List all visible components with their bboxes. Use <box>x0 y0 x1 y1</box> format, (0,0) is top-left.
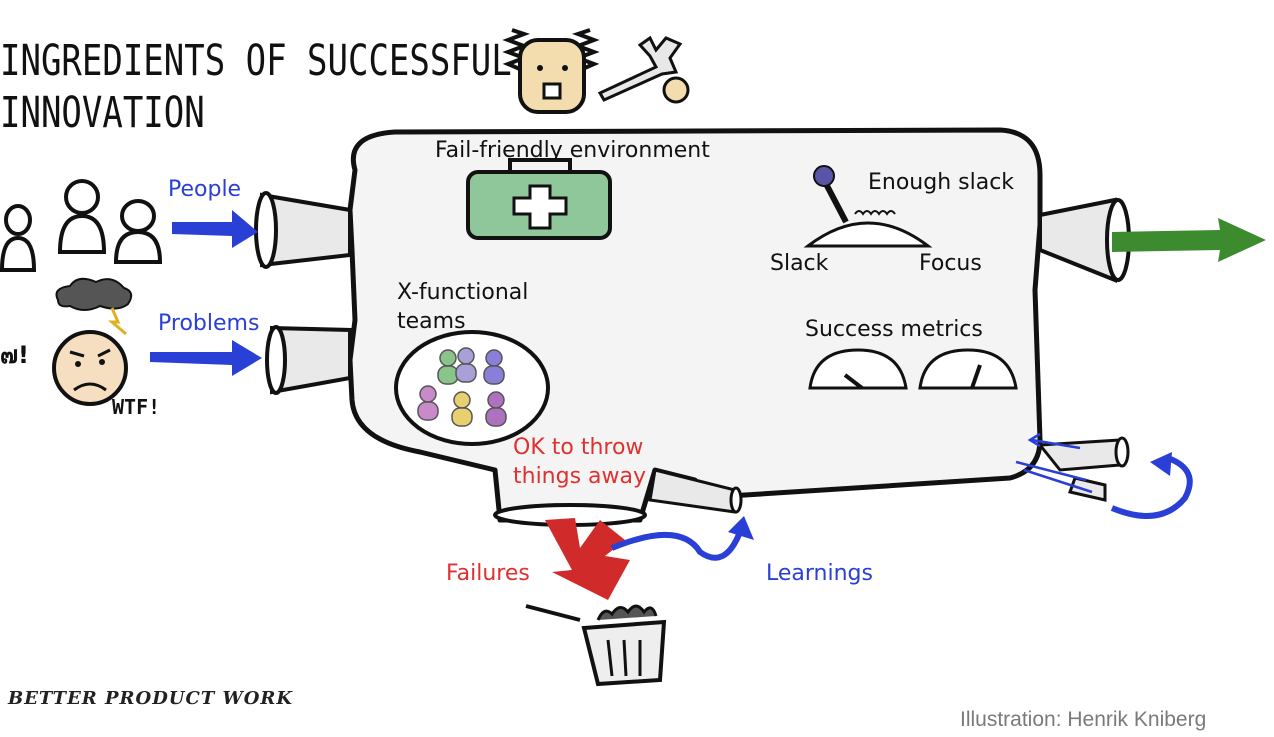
ok-throw-label-line-2: things away <box>513 464 647 489</box>
storm-cloud-icon <box>55 277 133 336</box>
ok-throw-label-line-1: OK to throw <box>513 435 644 460</box>
success-gauge-left-icon <box>808 348 908 390</box>
frustrated-face-icon <box>52 330 128 406</box>
slack-label: Slack <box>770 251 829 276</box>
slack-lever-icon <box>803 165 933 248</box>
feedback-inner-arrows <box>1015 432 1093 494</box>
feedback-loop-arrow <box>1110 455 1193 519</box>
enough-slack-label: Enough slack <box>868 170 1015 195</box>
problems-arrow <box>150 340 262 376</box>
learnings-arrowhead <box>728 516 754 540</box>
people-label: People <box>168 177 242 202</box>
boss-head-icon <box>502 28 600 114</box>
problems-input-pipe <box>265 325 352 395</box>
illustration-credit: Illustration: Henrik Kniberg <box>960 708 1207 731</box>
problems-label: Problems <box>158 311 260 336</box>
focus-label: Focus <box>919 251 982 276</box>
team-bubble <box>394 330 550 446</box>
people-arrow <box>172 210 258 248</box>
failures-arrow <box>545 518 630 600</box>
failures-label: Failures <box>446 561 530 586</box>
title-line-1: INGREDIENTS OF SUCCESSFUL <box>0 36 512 86</box>
fail-friendly-label: Fail-friendly environment <box>435 138 710 163</box>
learnings-label: Learnings <box>766 561 873 586</box>
trash-can-icon <box>525 604 667 687</box>
feedback-loop-arrowhead <box>1150 452 1172 476</box>
wtf-text: WTF! <box>112 395 161 419</box>
output-arrow <box>1112 218 1266 262</box>
x-functional-label-line-1: X-functional <box>397 280 529 305</box>
people-input-pipe <box>254 191 352 269</box>
success-metrics-label: Success metrics <box>805 317 983 342</box>
title-line-2: INNOVATION <box>0 88 205 138</box>
people-icon <box>0 179 163 272</box>
x-functional-label-line-2: teams <box>397 309 466 334</box>
wrench-icon <box>597 35 690 104</box>
brand-logo-text: BETTER PRODUCT WORK <box>8 688 293 709</box>
learnings-arrow <box>610 530 743 561</box>
swirl-text: ๗! <box>0 341 29 369</box>
first-aid-kit-icon <box>466 158 612 240</box>
team-members-icon <box>417 347 507 427</box>
learnings-pipe <box>648 468 743 514</box>
feedback-pipe <box>1037 436 1130 502</box>
success-gauge-right-icon <box>918 348 1018 390</box>
